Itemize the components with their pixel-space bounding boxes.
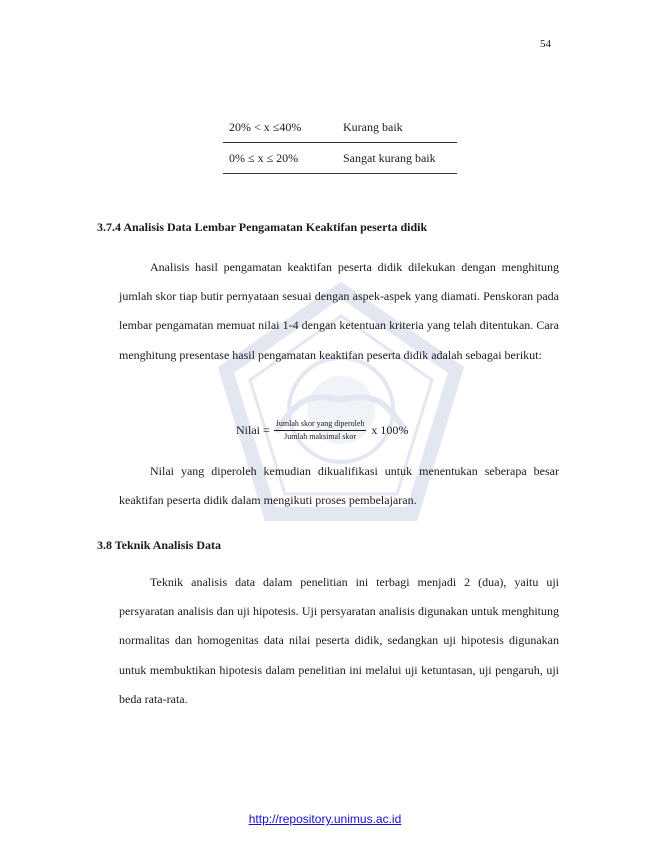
formula-denominator: Jumlah maksimal skor <box>284 431 357 441</box>
paragraph-kualifikasi: Nilai yang diperoleh kemudian dikualifik… <box>119 464 559 508</box>
page-number: 54 <box>540 38 551 50</box>
criteria-table: 20% < x ≤40% Kurang baik 0% ≤ x ≤ 20% Sa… <box>223 112 457 174</box>
formula-lhs: Nilai = <box>236 422 270 437</box>
formula-nilai: Nilai = Jumlah skor yang diperoleh Jumla… <box>236 413 408 447</box>
footer: http://repository.unimus.ac.id <box>0 812 650 826</box>
repository-link[interactable]: http://repository.unimus.ac.id <box>248 812 402 826</box>
table-row: 0% ≤ x ≤ 20% Sangat kurang baik <box>223 142 457 174</box>
criteria-cell: Sangat kurang baik <box>343 142 457 174</box>
criteria-cell: Kurang baik <box>343 112 457 143</box>
formula-numerator: Jumlah skor yang diperoleh <box>273 419 367 431</box>
paragraph-teknik-analisis: Teknik analisis data dalam penelitian in… <box>119 575 559 706</box>
section-heading-3-7-4: 3.7.4 Analisis Data Lembar Pengamatan Ke… <box>97 220 428 234</box>
formula-rhs: x 100% <box>371 422 409 437</box>
paragraph-analisis-keaktifan: Analisis hasil pengamatan keaktifan pese… <box>119 260 559 362</box>
table-row: 20% < x ≤40% Kurang baik <box>223 112 457 143</box>
range-cell: 0% ≤ x ≤ 20% <box>223 142 343 174</box>
section-heading-3-8: 3.8 Teknik Analisis Data <box>97 538 222 552</box>
formula-fraction: Jumlah skor yang diperoleh Jumlah maksim… <box>273 419 367 442</box>
range-cell: 20% < x ≤40% <box>223 112 343 143</box>
